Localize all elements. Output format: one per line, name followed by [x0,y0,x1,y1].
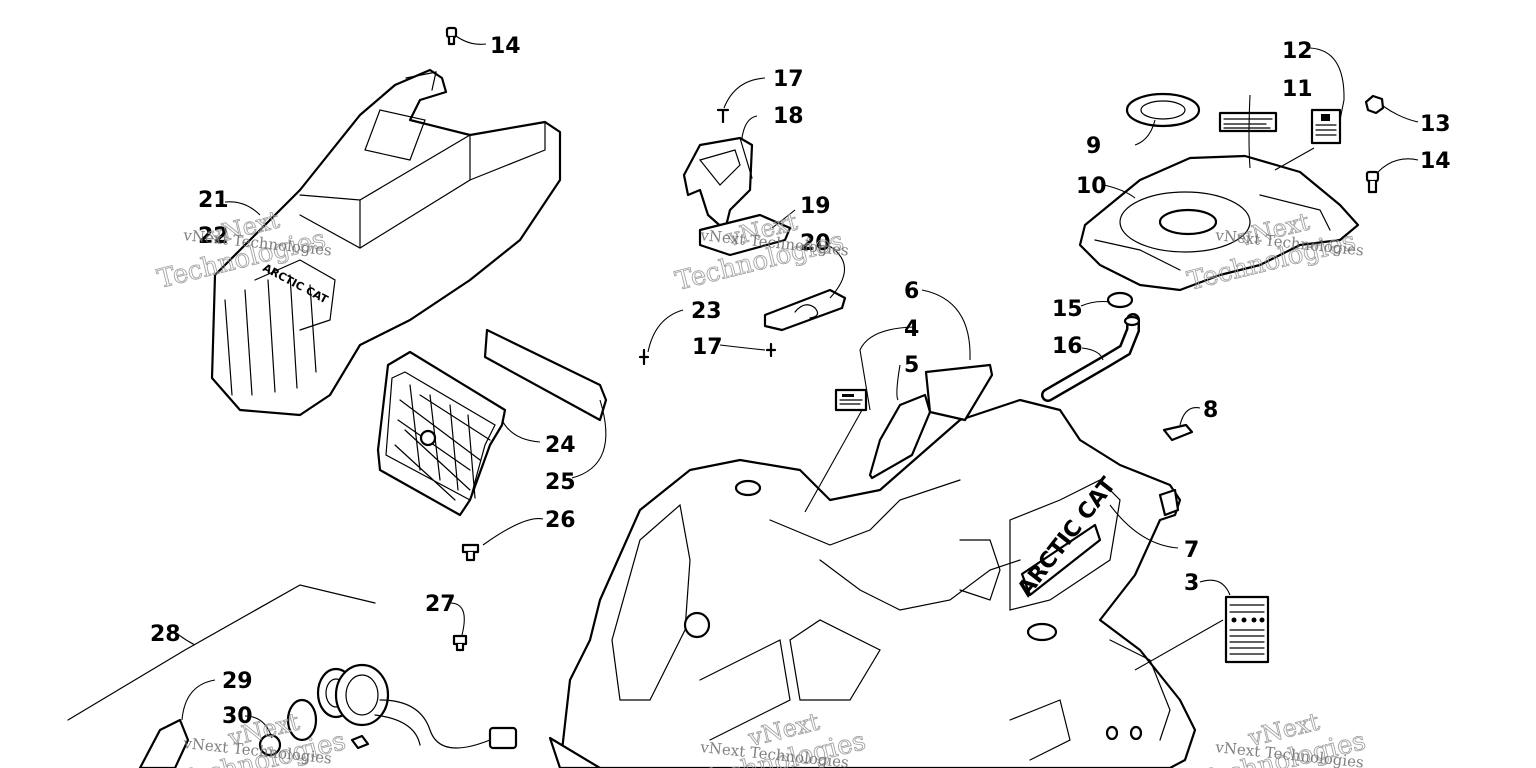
callout-6: 6 [904,279,919,304]
screws-23-17 [638,309,777,366]
callout-14-top: 14 [490,34,521,59]
screw-17-top [716,77,766,124]
callout-7: 7 [1184,538,1199,563]
callout-27: 27 [425,592,456,617]
callout-28: 28 [150,622,181,647]
callout-13: 13 [1420,112,1451,137]
callout-21: 21 [198,188,229,213]
callout-29: 29 [222,669,253,694]
fastener-27 [452,634,468,652]
headlight-assembly-28 [67,584,518,768]
leader-lines [174,47,1345,739]
cover-plate-25 [483,328,608,422]
callout-19: 19 [800,194,831,219]
tank-cover-10 [1078,154,1360,292]
callout-12: 12 [1282,39,1313,64]
callout-5: 5 [904,353,919,378]
decal-12 [1310,108,1342,145]
decal-3 [1224,595,1270,664]
callout-3: 3 [1184,571,1199,596]
callout-14-right: 14 [1420,149,1451,174]
callout-25: 25 [545,470,576,495]
cover-18 [682,136,754,232]
callout-22: 22 [198,224,229,249]
guard-5 [868,393,932,480]
bolt-14-top [445,26,487,46]
hose-16 [1041,313,1141,402]
callout-17-mid: 17 [692,335,723,360]
guard-6 [924,363,994,422]
fastener-26 [461,543,480,562]
front-fender-body: ARCTIC CAT [548,398,1197,768]
callout-18: 18 [773,104,804,129]
bolt-14-right [1365,158,1419,194]
callout-10: 10 [1076,174,1107,199]
grille-panel-24 [376,350,507,517]
bracket-19 [698,213,792,257]
callout-30: 30 [222,704,253,729]
nut-13 [1364,94,1419,123]
callout-20: 20 [800,231,831,256]
decal-4 [834,388,868,412]
callout-23: 23 [691,299,722,324]
callout-15: 15 [1052,297,1083,322]
clamp-15 [1106,291,1134,309]
callout-11: 11 [1282,77,1313,102]
callout-8: 8 [1203,398,1218,423]
clip-8 [1162,407,1201,442]
callouts: 14 17 18 12 11 13 9 10 14 21 22 19 20 23… [150,34,1451,729]
callout-26: 26 [545,508,576,533]
callout-9: 9 [1086,134,1101,159]
pad-20 [763,288,847,332]
front-hood-assembly: ARCTIC CAT [210,68,562,417]
ring-9 [1125,92,1201,128]
callout-24: 24 [545,433,576,458]
callout-4: 4 [904,317,919,342]
decal-11 [1218,111,1278,133]
callout-16: 16 [1052,334,1083,359]
callout-17-top: 17 [773,67,804,92]
